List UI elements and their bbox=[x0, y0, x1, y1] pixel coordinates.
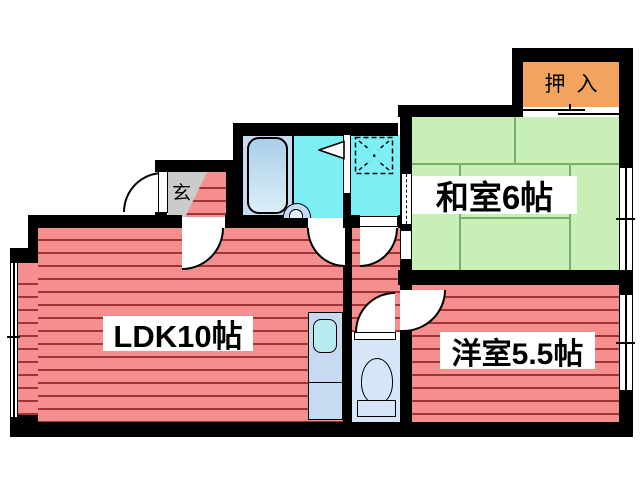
western-room-label: 洋室5.5帖 bbox=[440, 332, 595, 371]
fusuma-handle-tick bbox=[569, 104, 571, 111]
washbasin-inner bbox=[289, 209, 303, 218]
kitchen-counter bbox=[308, 312, 343, 420]
wall bbox=[619, 117, 633, 168]
wall bbox=[343, 192, 351, 218]
folding-door-strip bbox=[343, 135, 351, 193]
wall bbox=[225, 215, 308, 228]
wall bbox=[400, 330, 412, 422]
washing-machine-pan-icon bbox=[354, 136, 394, 175]
window-sash-line bbox=[13, 263, 15, 417]
closet-label: 押入 bbox=[544, 73, 609, 96]
japanese-room-label: 和室6帖 bbox=[412, 176, 577, 216]
fusuma-line bbox=[523, 109, 585, 111]
tatami-line bbox=[461, 217, 569, 219]
tatami-line bbox=[514, 117, 516, 163]
toilet-tank bbox=[357, 400, 396, 417]
wall bbox=[28, 422, 633, 437]
window-tick bbox=[616, 218, 635, 220]
window-tick bbox=[7, 336, 20, 338]
wall bbox=[28, 215, 182, 228]
wall bbox=[233, 123, 243, 218]
closet-fusuma-doors bbox=[523, 104, 619, 117]
tatami-line bbox=[569, 165, 571, 270]
ldk-window-bay-floor bbox=[18, 263, 38, 417]
bathtub-icon bbox=[247, 137, 288, 214]
wall bbox=[155, 160, 233, 172]
window-tick bbox=[616, 342, 635, 344]
wall bbox=[619, 48, 633, 117]
wall bbox=[343, 215, 352, 422]
toilet-bowl bbox=[361, 358, 393, 404]
entrance-door-leaf bbox=[158, 171, 168, 213]
ldk-label: LDK10帖 bbox=[103, 316, 253, 354]
wall bbox=[292, 135, 294, 218]
wall bbox=[28, 215, 38, 255]
wall bbox=[398, 270, 633, 285]
entrance-label: 玄 bbox=[172, 183, 192, 204]
wall bbox=[10, 248, 38, 263]
closet-floor bbox=[523, 62, 619, 107]
fusuma-line bbox=[558, 113, 619, 115]
kitchen-sink-icon bbox=[313, 319, 337, 353]
dashed-line bbox=[406, 174, 407, 224]
toilet-door-leaf bbox=[354, 332, 396, 340]
laundry-door-leaf bbox=[359, 216, 398, 227]
wall bbox=[512, 48, 523, 117]
kitchen-counter-divider bbox=[309, 382, 342, 383]
folding-door-icon bbox=[318, 140, 345, 160]
wall bbox=[619, 390, 633, 422]
tatami-line bbox=[459, 165, 461, 270]
japanese-room-sliding-door bbox=[400, 228, 412, 262]
entrance-door-arc bbox=[123, 172, 163, 212]
toilet-icon bbox=[352, 356, 400, 420]
wall bbox=[512, 48, 633, 62]
wall bbox=[233, 123, 398, 136]
balcony-window bbox=[10, 263, 18, 417]
tatami-line bbox=[412, 163, 620, 165]
wall bbox=[226, 160, 235, 218]
wall bbox=[345, 215, 360, 228]
washbasin-icon bbox=[283, 203, 311, 218]
wall bbox=[398, 105, 512, 117]
wall-opening-dashed bbox=[402, 174, 411, 224]
